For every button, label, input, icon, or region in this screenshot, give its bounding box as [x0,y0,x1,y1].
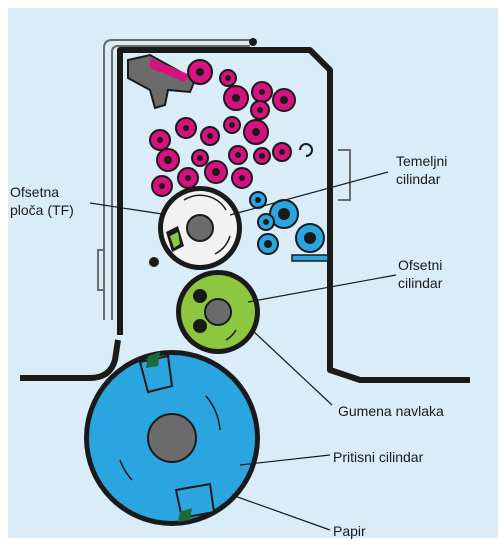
water-fountain [292,255,328,261]
label-papir: Papir [333,522,366,540]
plate-cylinder [158,186,242,270]
impression-cylinder [84,350,260,526]
label-ofsetni-cilindar: Ofsetni cilindar [398,256,442,292]
label-ofsetna-ploca: Ofsetna ploča (TF) [10,183,74,219]
label-line: Ofsetni [398,256,442,274]
label-temeljni-cilindar: Temeljni cilindar [396,152,447,188]
label-line: Ofsetna [10,183,74,201]
label-pritisni-cilindar: Pritisni cilindar [333,448,423,466]
blanket-cylinder [176,270,260,354]
label-line: cilindar [396,170,447,188]
idler-bolt [149,257,159,267]
label-gumena-navlaka: Gumena navlaka [338,402,444,420]
frame-bolt [249,38,257,46]
label-line: Temeljni [396,152,447,170]
label-line: cilindar [398,274,442,292]
label-line: ploča (TF) [10,201,74,219]
